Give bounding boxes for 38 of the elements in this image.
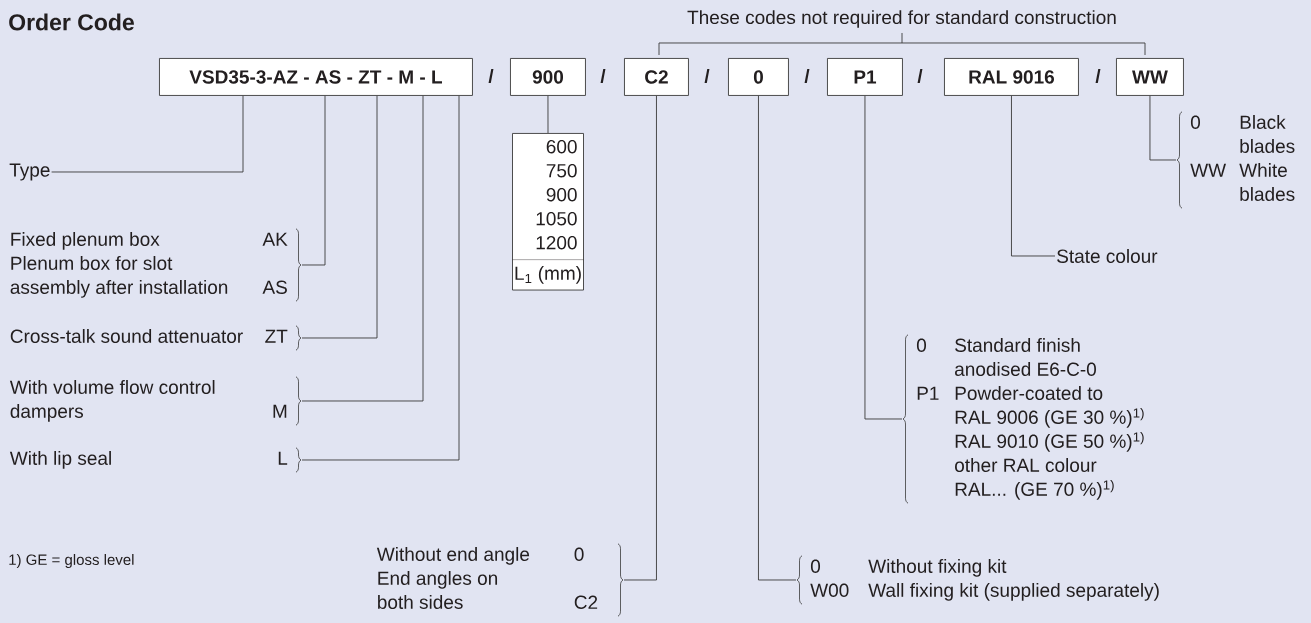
separator: /: [488, 68, 494, 84]
code-box: VSD35-3-AZ - AS - ZT - M - L: [159, 58, 473, 96]
leader-line: [1149, 95, 1177, 161]
code-box: 900: [510, 58, 586, 96]
option-list: Cross-talk sound attenuator ZT: [10, 325, 302, 351]
leader-line: [51, 95, 244, 173]
label: Type: [9, 163, 50, 181]
leader-line: [864, 95, 903, 420]
separator: /: [704, 68, 710, 84]
leader-line: [623, 95, 657, 581]
option-list: 0 Standard finish anodised E6-C-0 P1 Powder-coated to RAL 9006 (GE 30 %)$^{1)}$ RAL 9010 (GE 50 %)$^{1)}$ other RAL colour RAL... (GE 70 %)$^{1)}$: [902, 334, 1144, 504]
code-box: 0: [728, 58, 789, 96]
label: State colour: [1057, 249, 1158, 263]
separator: /: [804, 68, 810, 84]
code-box: WW: [1116, 58, 1184, 96]
leader-line: [1011, 95, 1056, 257]
title: Order Code: [9, 13, 134, 31]
separator: /: [600, 68, 606, 84]
option-list: Without end angle 0 End angles on both sides C2: [376, 543, 624, 617]
leader-line: [301, 95, 424, 402]
separator: /: [1095, 68, 1101, 84]
code-box: RAL 9016: [944, 58, 1079, 96]
length-table: 600 750 900 1050 1200 L$_{1}$ (mm): [512, 133, 584, 291]
leader-line: [547, 95, 549, 134]
note: These codes not required for standard construction: [687, 10, 1116, 28]
leader-line: [301, 95, 378, 339]
option-list: 0 Black blades WW White blades: [1176, 111, 1295, 209]
separator: /: [917, 68, 923, 84]
option-list: With lip seal L: [9, 447, 302, 473]
leader-line: [301, 95, 326, 266]
leader-line: [301, 95, 460, 461]
footnote: 1) GE = gloss level: [9, 554, 134, 568]
leader-line: [758, 95, 797, 581]
code-box: C2: [624, 58, 689, 96]
option-list: Fixed plenum box AK Plenum box for slot assembly after installation AS: [10, 228, 302, 302]
code-box: P1: [827, 58, 903, 96]
option-list: 0 Without fixing kit W00 Wall fixing kit (supplied separately): [796, 555, 1159, 605]
option-list: With volume flow control dampers M: [9, 376, 302, 426]
